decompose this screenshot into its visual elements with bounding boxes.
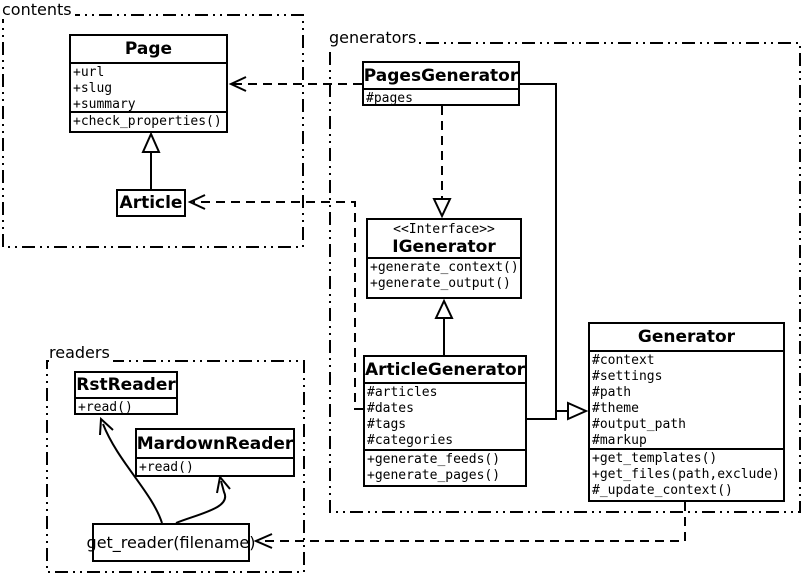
class-pagesgenerator-title: PagesGenerator xyxy=(364,65,518,86)
attribute: #settings xyxy=(592,369,663,384)
method: +read() xyxy=(78,400,133,413)
attribute: #tags xyxy=(367,417,407,432)
class-page-methods: +check_properties() xyxy=(71,111,226,131)
class-articlegenerator: ArticleGenerator #articles #dates #tags … xyxy=(363,355,527,487)
class-igenerator-title: IGenerator xyxy=(392,237,496,257)
method: +check_properties() xyxy=(73,114,222,129)
method: +generate_pages() xyxy=(367,468,501,483)
hollow-triangle-icon xyxy=(567,401,589,421)
class-igenerator: <<Interface>> IGenerator +generate_conte… xyxy=(366,218,522,299)
open-arrowhead-icon xyxy=(216,474,231,494)
class-articlegenerator-methods: +generate_feeds() +generate_pages() xyxy=(365,449,525,485)
method: +generate_feeds() xyxy=(367,452,501,467)
class-generator: Generator #context #settings #path #them… xyxy=(588,322,785,502)
attribute: #theme xyxy=(592,401,639,416)
class-generator-methods: +get_templates() +get_files(path,exclude… xyxy=(590,448,783,500)
class-rstreader-title: RstReader xyxy=(76,375,176,395)
class-rstreader: RstReader +read() xyxy=(74,371,178,415)
edge-pagesgenerator-to-page xyxy=(228,76,362,92)
attribute: #pages xyxy=(366,91,413,104)
class-page-attributes: +url +slug +summary xyxy=(71,62,226,111)
method: +generate_output() xyxy=(370,276,511,291)
class-pagesgenerator: PagesGenerator #pages xyxy=(362,61,520,106)
class-page-title: Page xyxy=(124,39,173,59)
attribute: +summary xyxy=(73,97,136,111)
package-label-generators: generators xyxy=(329,29,420,47)
hollow-triangle-icon xyxy=(141,131,161,153)
attribute: #context xyxy=(592,353,655,368)
class-article: Article xyxy=(116,189,186,217)
method: +get_templates() xyxy=(592,451,718,466)
edge-articlegenerator-to-article xyxy=(187,194,363,410)
function-get-reader: get_reader(filename) xyxy=(87,523,255,562)
method: +generate_context() xyxy=(370,260,519,275)
open-arrowhead-icon xyxy=(187,194,206,210)
edge-getreader-to-mardownreader xyxy=(175,474,231,524)
method: #_update_context() xyxy=(592,483,733,498)
package-label-contents: contents xyxy=(2,1,75,19)
attribute: +slug xyxy=(73,81,113,96)
class-generator-attributes: #context #settings #path #theme #output_… xyxy=(590,350,783,448)
method: +read() xyxy=(139,460,194,475)
hollow-triangle-icon xyxy=(432,198,452,219)
attribute: #categories xyxy=(367,433,454,448)
attribute: #articles xyxy=(367,385,438,400)
package-border-generators xyxy=(329,42,801,513)
hollow-triangle-icon xyxy=(434,298,454,319)
class-mardownreader-title: MardownReader xyxy=(137,433,293,454)
edge-articlegenerator-to-igenerator xyxy=(434,298,454,355)
class-articlegenerator-title: ArticleGenerator xyxy=(365,359,525,380)
edge-article-to-page xyxy=(141,131,161,189)
attribute: #output_path xyxy=(592,417,686,432)
package-label-readers: readers xyxy=(49,344,113,362)
edge-pagesgenerator-to-igenerator xyxy=(432,106,452,219)
class-mardownreader: MardownReader +read() xyxy=(135,428,295,477)
package-border-contents xyxy=(2,14,304,248)
attribute: +url xyxy=(73,65,105,80)
attribute: #markup xyxy=(592,433,647,448)
class-igenerator-header: <<Interface>> IGenerator xyxy=(368,220,520,257)
class-mardownreader-methods: +read() xyxy=(137,457,293,475)
attribute: #dates xyxy=(367,401,414,416)
class-igenerator-methods: +generate_context() +generate_output() xyxy=(368,257,520,297)
open-arrowhead-icon xyxy=(99,416,114,436)
class-rstreader-methods: +read() xyxy=(76,397,176,413)
open-arrowhead-icon xyxy=(228,76,247,92)
open-arrowhead-icon xyxy=(253,533,273,549)
class-pagesgenerator-attributes: #pages xyxy=(364,88,518,104)
class-article-title: Article xyxy=(119,193,183,213)
attribute: #path xyxy=(592,385,632,400)
class-igenerator-stereotype: <<Interface>> xyxy=(393,222,495,237)
class-generator-title: Generator xyxy=(637,327,736,347)
method: +get_files(path,exclude) xyxy=(592,467,780,482)
edge-generators-to-generator xyxy=(520,83,589,421)
edge-generator-to-getreader xyxy=(253,502,686,549)
edge-getreader-to-rstreader xyxy=(99,416,163,524)
class-page: Page +url +slug +summary +check_properti… xyxy=(69,34,228,133)
package-border-readers xyxy=(46,360,305,573)
class-articlegenerator-attributes: #articles #dates #tags #categories xyxy=(365,382,525,449)
